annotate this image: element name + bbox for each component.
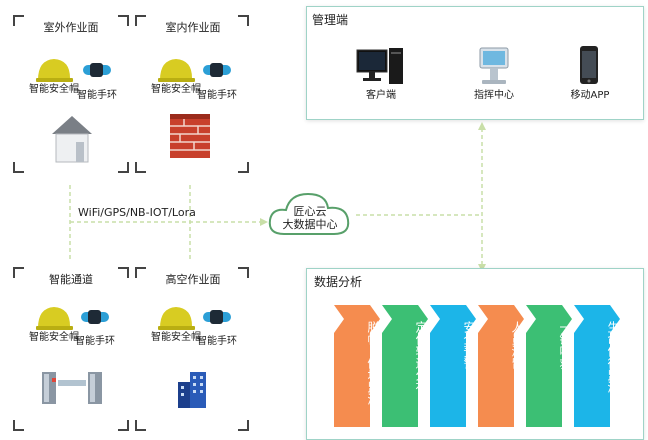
band-label: 智能手环: [75, 336, 115, 347]
mobile-app-label: 移动APP: [570, 90, 610, 101]
mobile-phone-icon: [580, 46, 598, 84]
analysis-bar-label: 人员滞留: [510, 321, 524, 369]
analysis-bar: 一键呼救: [526, 305, 572, 427]
zone-title-highrise: 高空作业面: [165, 273, 221, 286]
house-icon: [52, 116, 92, 163]
helmet-label: 智能安全帽: [29, 84, 79, 95]
cloud-icon: [268, 192, 350, 235]
band-label: 智能手环: [197, 336, 237, 347]
zone-title-channel: 智能通道: [49, 273, 93, 286]
analysis-title: 数据分析: [314, 275, 363, 289]
helmet-label: 智能安全帽: [151, 332, 201, 343]
cloud-line1: 匠心云: [293, 205, 327, 218]
analysis-bar-label: 生命体征监测: [606, 321, 620, 393]
analysis-bar: 脱帽、倒地监测: [334, 305, 380, 427]
band-icon: [203, 63, 231, 77]
kiosk-terminal-icon: [479, 47, 509, 84]
helmet-icon: [36, 307, 73, 330]
building-icon: [178, 372, 206, 408]
analysis-bar-label: 安全预警: [462, 321, 476, 369]
client-label: 客户端: [366, 90, 396, 101]
helmet-icon: [158, 59, 195, 82]
analysis-bar: 生命体征监测: [574, 305, 620, 427]
helmet-label: 智能安全帽: [151, 84, 201, 95]
analysis-bar-label: 脱帽、倒地监测: [366, 321, 380, 405]
network-label: WiFi/GPS/NB-IOT/Lora: [78, 206, 196, 219]
zone-title-indoor: 室内作业面: [165, 21, 221, 34]
analysis-bar: 安全预警: [430, 305, 476, 427]
cloud-line2: 大数据中心: [282, 218, 338, 231]
band-label: 智能手环: [197, 90, 237, 101]
helmet-icon: [158, 307, 195, 330]
band-icon: [83, 63, 111, 77]
helmet-label: 智能安全帽: [29, 332, 79, 343]
brick-wall-icon: [170, 114, 210, 158]
management-title: 管理端: [312, 13, 349, 27]
analysis-bar: 定位轨迹分布: [382, 305, 428, 427]
band-icon: [81, 310, 109, 324]
command-center-label: 指挥中心: [474, 90, 514, 101]
analysis-bar-label: 一键呼救: [558, 321, 572, 369]
desktop-computer-icon: [356, 48, 403, 84]
analysis-bar: 人员滞留: [478, 305, 524, 427]
helmet-icon: [36, 59, 73, 82]
zone-title-outdoor: 室外作业面: [43, 21, 99, 34]
turnstile-icon: [42, 372, 102, 404]
analysis-bar-label: 定位轨迹分布: [414, 321, 428, 393]
band-label: 智能手环: [77, 90, 117, 101]
band-icon: [203, 310, 231, 324]
